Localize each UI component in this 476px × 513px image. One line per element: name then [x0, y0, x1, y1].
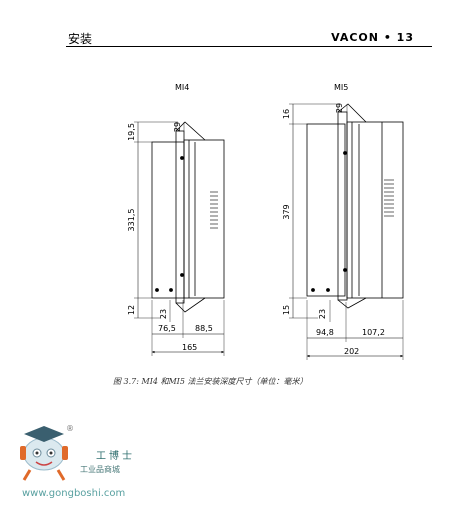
- mi4-dim-base: 23: [159, 309, 168, 319]
- mi5-front-body: [346, 121, 404, 299]
- mi4-front-body: [183, 139, 225, 299]
- brand-page-number: VACON • 13: [331, 31, 414, 44]
- mi5-title: MI5: [334, 83, 348, 92]
- mascot-logo-icon: [20, 426, 68, 481]
- mi4-dim-flange: 29: [173, 122, 182, 132]
- mi5-dim-bottom: 15: [282, 305, 291, 315]
- mi4-vent: [210, 191, 218, 229]
- mi4-dim-right-depth: 88,5: [195, 324, 213, 333]
- mi4-dim-bottom: 12: [127, 305, 136, 315]
- figure-caption: 图 3.7: MI4 和MI5 法兰安装深度尺寸（单位：毫米）: [113, 377, 308, 386]
- mi4-dim-top: 19,5: [127, 123, 136, 141]
- mi4-dim-total-depth: 165: [182, 343, 197, 352]
- mi4-dim-height: 331,5: [127, 209, 136, 232]
- mi4-dim-left-depth: 76,5: [158, 324, 176, 333]
- mi4-back-body: [151, 141, 185, 299]
- mi5-dim-total-depth: 202: [344, 347, 359, 356]
- mi5-dim-flange: 29: [335, 103, 344, 113]
- mi5-dim-height: 379: [282, 204, 291, 219]
- mi5-back-body: [306, 123, 346, 297]
- mi5-flange: [337, 111, 348, 301]
- mi5-dim-top: 16: [282, 109, 291, 119]
- mi4-title: MI4: [175, 83, 189, 92]
- watermark-brand: 工博士: [96, 451, 135, 462]
- section-title: 安装: [68, 32, 93, 46]
- mi5-dim-right-depth: 107,2: [362, 328, 385, 337]
- registered-mark: ®: [66, 424, 74, 433]
- watermark-subtitle: 工业品商城: [80, 465, 120, 474]
- header-rule: [66, 46, 432, 47]
- mi5-drawing: MI5: [289, 83, 404, 360]
- mi5-dim-left-depth: 94,8: [316, 328, 334, 337]
- mi5-vent: [384, 179, 394, 217]
- watermark-url: www.gongboshi.com: [22, 488, 126, 499]
- mi5-dim-base: 23: [318, 309, 327, 319]
- mi4-drawing: MI4: [134, 83, 225, 356]
